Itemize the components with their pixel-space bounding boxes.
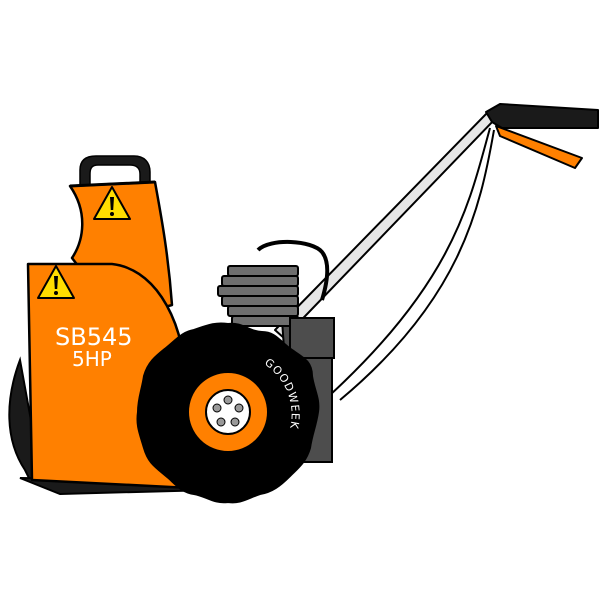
engine-fin	[221, 295, 299, 307]
handle-assembly	[274, 103, 599, 401]
engine-fin	[231, 315, 299, 327]
handle-grip	[485, 103, 599, 129]
warning-triangle-icon	[93, 186, 131, 220]
control-cable-2	[339, 129, 495, 401]
lug-nuts	[212, 395, 244, 427]
engine	[217, 239, 335, 359]
handle-tube	[274, 111, 497, 339]
power-label: 5HP	[72, 347, 112, 371]
control-lever	[495, 125, 583, 169]
engine-fin	[227, 305, 299, 317]
control-cable	[329, 127, 491, 396]
model-label: SB545	[55, 323, 133, 351]
carburetor	[289, 317, 335, 359]
chute-lip	[69, 180, 156, 188]
engine-fin	[227, 265, 299, 277]
engine-fin	[217, 285, 299, 297]
engine-fin	[221, 275, 299, 287]
fuel-hose	[256, 239, 330, 301]
warning-triangle-icon	[37, 265, 75, 299]
wheel: GOODWEEK	[136, 322, 320, 504]
